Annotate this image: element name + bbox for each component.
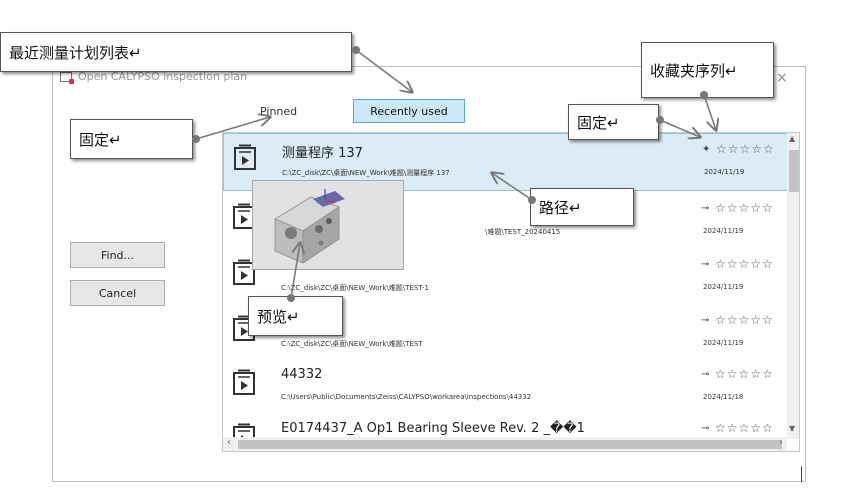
horizontal-scroll-thumb[interactable] bbox=[238, 440, 782, 449]
callout-path: 路径↵ bbox=[530, 188, 634, 226]
scroll-down-icon[interactable]: ▼ bbox=[789, 424, 796, 433]
pin-icon[interactable]: ⊸ bbox=[701, 369, 710, 380]
plan-path: C:\ZC_disk\ZC\桌面\NEW_Work\难题\TEST bbox=[281, 340, 423, 348]
plan-path: \难题\TEST_20240415 bbox=[485, 228, 561, 236]
close-icon[interactable]: × bbox=[776, 70, 788, 86]
part-preview-image bbox=[253, 181, 403, 269]
tab-recently-used[interactable]: Recently used bbox=[353, 99, 465, 123]
vertical-scroll-thumb[interactable] bbox=[789, 150, 799, 192]
plan-path: C:\ZC_disk\ZC\桌面\NEW_Work\难题\测量程序 137 bbox=[282, 169, 450, 177]
scroll-left-icon[interactable]: ‹ bbox=[227, 437, 231, 448]
plan-date: 2024/11/19 bbox=[703, 227, 744, 235]
callout-preview: 预览↵ bbox=[248, 296, 343, 336]
text-caret bbox=[801, 466, 802, 482]
pin-icon[interactable]: ⊸ bbox=[701, 423, 710, 434]
rating-stars[interactable]: ☆☆☆☆☆ bbox=[715, 257, 774, 271]
plan-date: 2024/11/18 bbox=[703, 393, 744, 401]
inspection-plan-icon bbox=[233, 259, 255, 285]
pin-icon[interactable]: ✦ bbox=[702, 144, 711, 155]
rating-stars[interactable]: ☆☆☆☆☆ bbox=[716, 142, 775, 156]
callout-recent-list: 最近测量计划列表↵ bbox=[0, 32, 352, 72]
inspection-plan-icon bbox=[233, 369, 255, 395]
plan-date: 2024/11/19 bbox=[703, 283, 744, 291]
scroll-up-icon[interactable]: ▲ bbox=[789, 134, 796, 143]
plan-date: 2024/11/19 bbox=[703, 339, 744, 347]
rating-stars[interactable]: ☆☆☆☆☆ bbox=[715, 421, 774, 435]
pin-icon[interactable]: ⊸ bbox=[701, 259, 710, 270]
callout-pinned-right: 固定↵ bbox=[568, 104, 659, 140]
inspection-plan-icon bbox=[234, 144, 256, 170]
plan-date: 2024/11/19 bbox=[704, 168, 745, 176]
find-button[interactable]: Find... bbox=[70, 242, 165, 268]
calypso-icon bbox=[60, 72, 74, 84]
list-item[interactable]: C:\ZC_disk\ZC\桌面\NEW_Work\难题\TEST ⊸ ☆☆☆☆… bbox=[223, 305, 788, 363]
list-item[interactable]: 44332 C:\Users\Public\Documents\Zeiss\CA… bbox=[223, 359, 788, 417]
plan-preview-popup bbox=[252, 180, 404, 270]
cancel-button[interactable]: Cancel bbox=[70, 280, 165, 306]
scroll-right-icon[interactable]: › bbox=[779, 437, 783, 448]
callout-pinned-left: 固定↵ bbox=[70, 119, 193, 159]
rating-stars[interactable]: ☆☆☆☆☆ bbox=[715, 367, 774, 381]
rating-stars[interactable]: ☆☆☆☆☆ bbox=[715, 201, 774, 215]
dialog-title: Open CALYPSO inspection plan bbox=[78, 70, 248, 83]
plan-name: E0174437_A Op1 Bearing Sleeve Rev. 2 _��… bbox=[281, 421, 585, 436]
list-item[interactable]: C:\ZC_disk\ZC\桌面\NEW_Work\难题\TEST-1 ⊸ ☆☆… bbox=[223, 249, 788, 307]
list-item[interactable]: E0174437_A Op1 Bearing Sleeve Rev. 2 _��… bbox=[223, 413, 788, 451]
vertical-scrollbar[interactable] bbox=[787, 133, 799, 439]
plan-name: 测量程序 137 bbox=[282, 146, 363, 161]
plan-path: C:\ZC_disk\ZC\桌面\NEW_Work\难题\TEST-1 bbox=[281, 284, 429, 292]
pin-icon[interactable]: ⊸ bbox=[701, 203, 710, 214]
plan-name: 44332 bbox=[281, 367, 323, 382]
callout-favorites: 收藏夹序列↵ bbox=[641, 42, 774, 98]
pin-icon[interactable]: ⊸ bbox=[701, 315, 710, 326]
rating-stars[interactable]: ☆☆☆☆☆ bbox=[715, 313, 774, 327]
plan-path: C:\Users\Public\Documents\Zeiss\CALYPSO\… bbox=[281, 393, 532, 401]
